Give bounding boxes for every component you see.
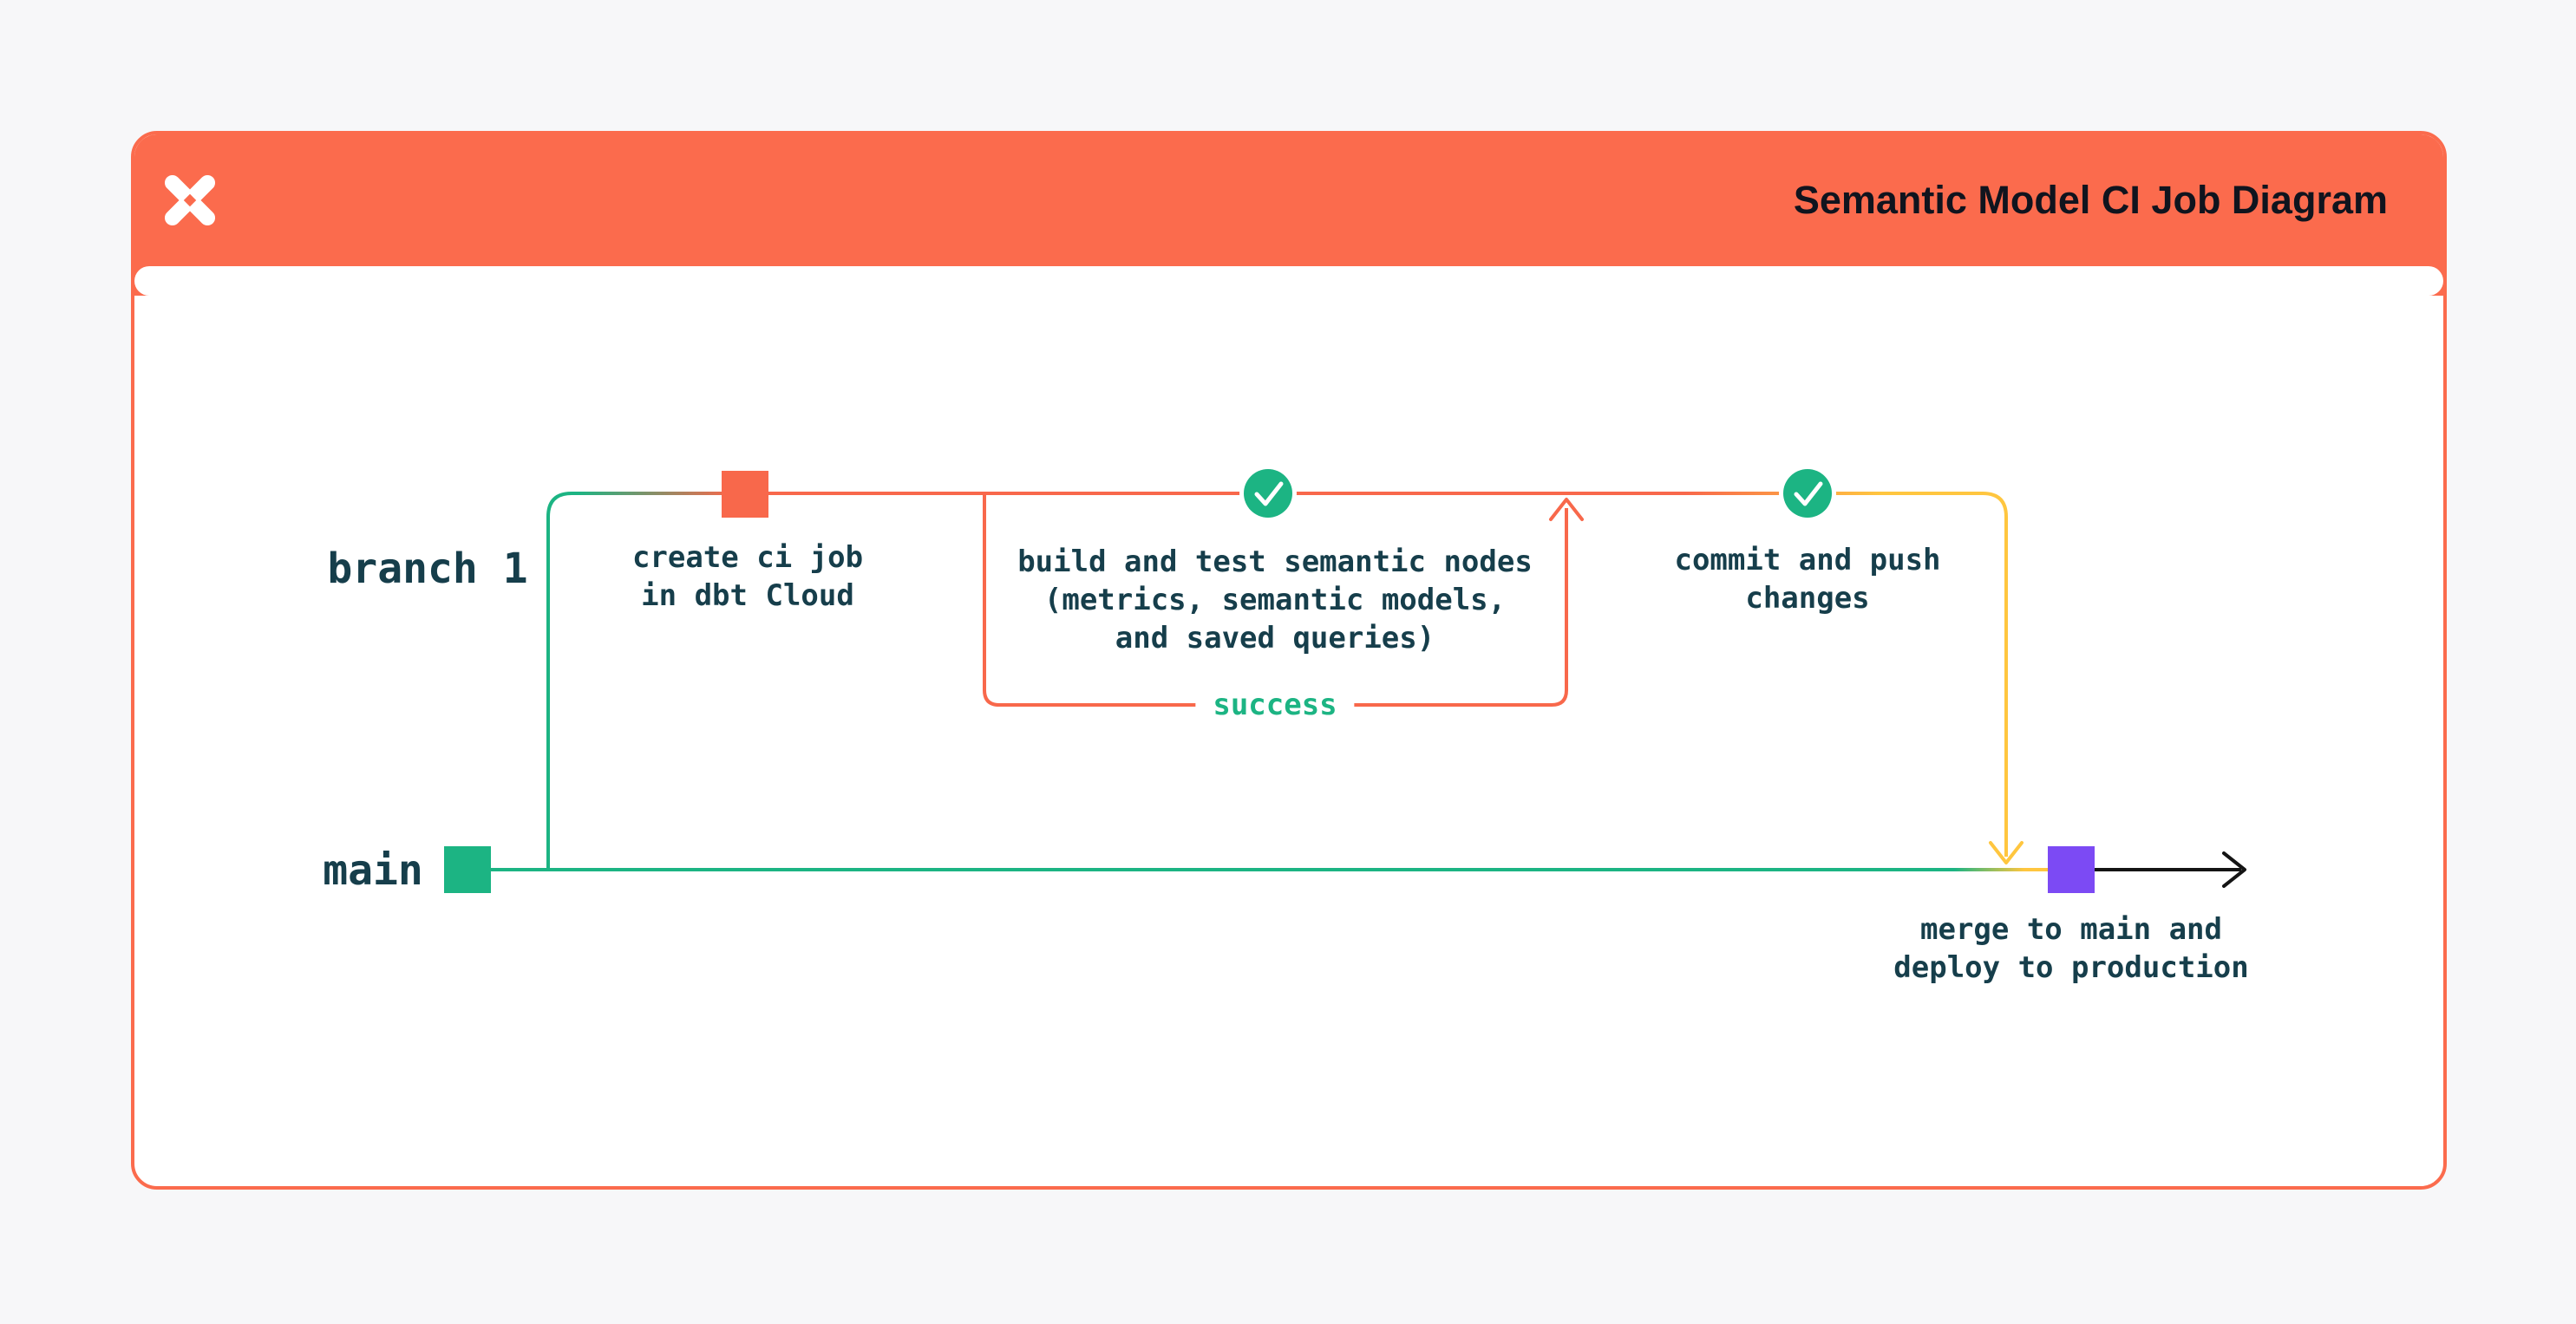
production-arrowhead-icon [2222, 851, 2246, 888]
merge-arrowhead-icon [1989, 841, 2024, 864]
step-create-ci-job: create ci job in dbt Cloud [631, 540, 864, 613]
step-build-and-test: build and test semantic nodes (metrics, … [1017, 545, 1533, 655]
page-title: Semantic Model CI Job Diagram [1793, 178, 2388, 222]
checkmark-icon [1254, 481, 1284, 506]
dbt-logo-icon [164, 174, 216, 226]
diagram-card: Semantic Model CI Job Diagram [131, 131, 2447, 1190]
check-circle-commit [1783, 469, 1832, 518]
step-merge-to-main: merge to main and deploy to production [1893, 912, 2249, 985]
card-content [134, 266, 2443, 296]
merge-commit-square [2048, 846, 2095, 893]
header-row: Semantic Model CI Job Diagram [134, 134, 2443, 266]
checkmark-icon [1794, 481, 1823, 506]
create-ci-commit-square [722, 471, 768, 518]
branch-1-label: branch 1 [327, 545, 528, 593]
check-circle-build [1244, 469, 1292, 518]
main-commit-square [444, 846, 491, 893]
main-label: main [323, 846, 423, 895]
step-commit-and-push: commit and push changes [1674, 543, 1941, 616]
card-header: Semantic Model CI Job Diagram [134, 134, 2443, 296]
loop-arrowhead-icon [1549, 498, 1584, 521]
success-label: success [1195, 686, 1355, 724]
